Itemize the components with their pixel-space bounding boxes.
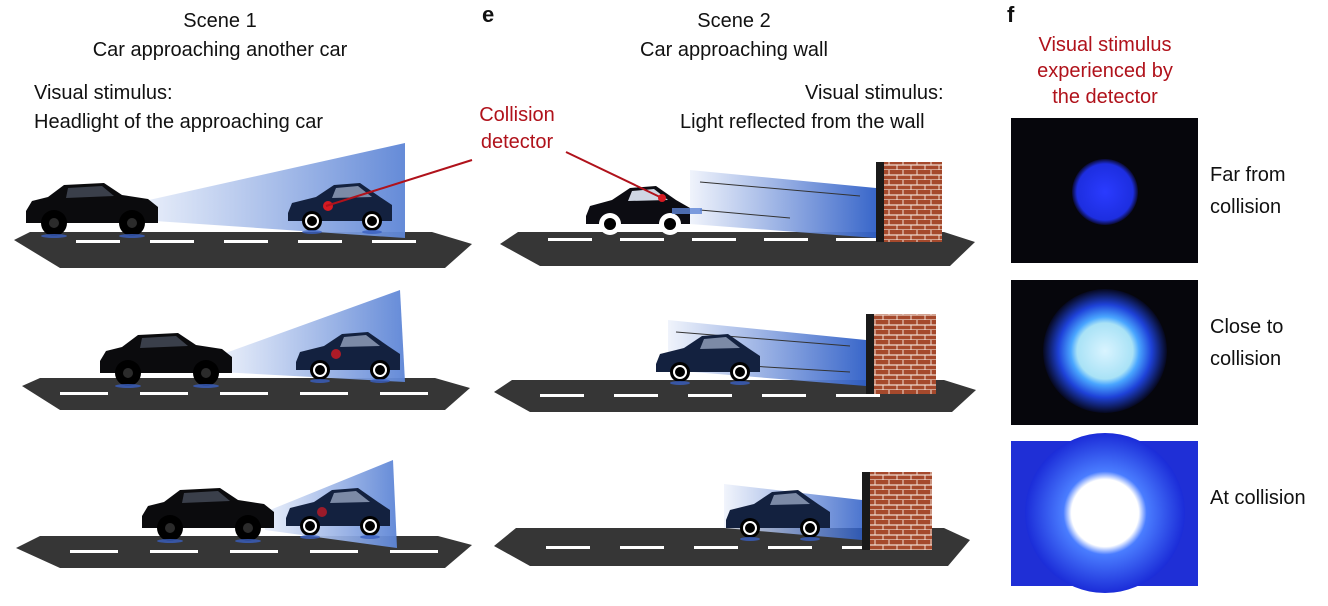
scene2-stimulus-label: Visual stimulus: [805, 82, 944, 104]
stimulus-at [1011, 433, 1198, 593]
brick-wall [876, 162, 942, 242]
road-surface [14, 232, 472, 268]
approaching-car [142, 488, 274, 543]
stimulus-far-label-line1: Far from [1210, 164, 1286, 186]
stimulus-far-label-line2: collision [1210, 196, 1282, 218]
lane-markings [70, 550, 438, 553]
collision-detector-label-line2: detector [480, 131, 554, 153]
stimulus-far [1011, 118, 1198, 263]
stimulus-close-label-line1: Close to [1210, 316, 1284, 338]
scene2-stimulus-desc: Light reflected from the wall [680, 111, 925, 133]
stimulus-close [1011, 280, 1198, 425]
light-spot [1043, 289, 1167, 413]
collision-detector-dot [331, 349, 341, 359]
scene1-row1 [14, 143, 472, 268]
scene1-subtitle: Car approaching another car [92, 39, 348, 61]
scene1-row2 [22, 290, 470, 410]
scene2-row2 [494, 314, 976, 412]
light-spot [1025, 433, 1185, 593]
light-spot [1072, 159, 1138, 225]
stimulus-at-label: At collision [1210, 487, 1306, 509]
road-surface [494, 380, 976, 412]
brick-wall [866, 314, 936, 394]
brick-wall [862, 472, 932, 550]
stimulus-heading-line2: experienced by [1037, 60, 1173, 82]
detector-pointer-right [565, 151, 663, 199]
collision-detector-dot [317, 507, 327, 517]
scene1-stimulus-desc: Headlight of the approaching car [34, 111, 324, 133]
panel-letter-f: f [1007, 2, 1015, 27]
reflected-beam [690, 170, 876, 238]
panel-letter-e: e [482, 2, 495, 27]
scene2-row1 [500, 162, 975, 266]
stimulus-heading-line3: the detector [1052, 86, 1158, 108]
lane-markings [76, 240, 416, 243]
detector-pointer-left [325, 159, 473, 207]
scene2-row3 [494, 472, 970, 566]
collision-detector-dot [658, 194, 666, 202]
approaching-car [26, 183, 158, 238]
stimulus-close-label-line2: collision [1210, 348, 1282, 370]
lane-markings [548, 238, 880, 241]
lane-markings [60, 392, 428, 395]
stimulus-heading-line1: Visual stimulus [1038, 34, 1172, 56]
scene2-title: Scene 2 [697, 10, 771, 32]
scene1-stimulus-label: Visual stimulus: [34, 82, 173, 104]
collision-detector-label-line1: Collision [479, 104, 555, 126]
scene1-title: Scene 1 [183, 10, 257, 32]
scene1-row3 [16, 460, 472, 568]
lane-markings [540, 394, 880, 397]
scene2-subtitle: Car approaching wall [640, 39, 828, 61]
